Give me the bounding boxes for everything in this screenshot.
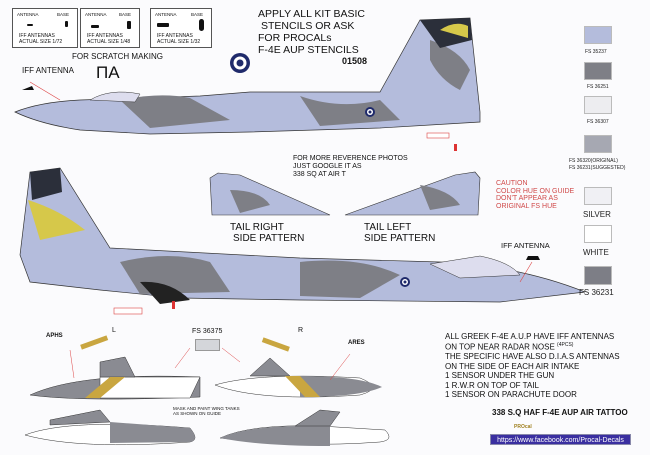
swatch-label: FS 36231 <box>579 288 614 297</box>
tail-right-pattern <box>209 172 331 216</box>
text-line: 1 SENSOR ON PARACHUTE DOOR <box>445 390 577 400</box>
serial-number: 01508 <box>342 56 368 66</box>
antenna-shape <box>157 23 169 27</box>
text-line: 1 R.W.R ON TOP OF TAIL <box>445 380 539 390</box>
tank-swatch <box>195 339 220 351</box>
swatch-fs35237 <box>584 26 612 44</box>
text-line: TAIL RIGHT <box>230 222 284 233</box>
iff-antenna-label-bottom: IFF ANTENNA <box>501 241 550 250</box>
text-line: ORIGINAL FS HUE <box>496 202 557 210</box>
text-line: FOR PROCALs <box>258 32 332 44</box>
reference-photos-note: FOR MORE REVERENCE PHOTOS JUST GOOGLE IT… <box>293 155 408 179</box>
text-line: ON THE SIDE OF EACH AIR INTAKE <box>445 361 580 371</box>
text-line: STENCILS OR ASK <box>261 20 355 32</box>
facebook-link[interactable]: https://www.facebook.com/Procal-Decals <box>490 434 631 445</box>
text-line: SIDE PATTERN <box>233 233 305 244</box>
box-size: ACTUAL SIZE 1/32 <box>157 39 201 45</box>
tank-note: MASK AND PAINT WING TANKS AS SHOWN ON GU… <box>173 406 240 416</box>
text-line: F-4E AUP STENCILS <box>258 44 359 56</box>
aphs-label: APHS <box>46 333 63 339</box>
base-shape <box>65 21 68 27</box>
antenna-shape <box>91 25 99 28</box>
text-line: APPLY ALL KIT BASIC <box>258 8 366 20</box>
antenna-shape <box>27 24 33 26</box>
tail-left-label: TAIL LEFT SIDE PATTERN <box>364 222 435 244</box>
tank-left-letter: L <box>112 327 116 334</box>
swatch-label: FS 36320(ORIGINAL) <box>569 158 618 164</box>
box-label: IFF ANTENNAS <box>157 33 193 39</box>
tank-right-letter: R <box>298 327 304 334</box>
swatch-fs36251 <box>584 62 612 80</box>
text-line: CAUTION <box>496 180 528 187</box>
base-label: BASE <box>190 12 203 17</box>
tank-swatch-label: FS 36375 <box>192 328 223 335</box>
swatch-label: FS 35237 <box>585 49 607 55</box>
top-aircraft-side-view <box>14 17 481 151</box>
wing-tank-right-bottom <box>219 409 390 446</box>
swatch-label: FS 36251 <box>587 84 609 90</box>
box-size: ACTUAL SIZE 1/72 <box>19 39 63 45</box>
base-shape <box>127 21 131 29</box>
swatch-fs36231 <box>584 266 612 285</box>
iff-antenna-marker-top <box>22 86 34 90</box>
antenna-label: ANTENNA <box>85 12 107 17</box>
tail-left-pattern <box>344 171 481 216</box>
text-line: TAIL LEFT <box>364 222 412 233</box>
text-line: 338 SQ AT AIR T <box>293 171 346 178</box>
swatch-fs36307 <box>584 96 612 114</box>
text-line: COLOR HUE ON GUIDE <box>496 187 575 195</box>
text-line: SIDE PATTERN <box>364 233 436 244</box>
box-label: IFF ANTENNAS <box>19 33 55 39</box>
text-line: (4PCS) <box>557 342 574 349</box>
apply-stencils-text: APPLY ALL KIT BASIC STENCILS OR ASK FOR … <box>258 8 365 56</box>
wing-tank-right-top <box>214 357 382 398</box>
caution-note: CAUTION COLOR HUE ON GUIDE DON'T APPEAR … <box>496 180 574 210</box>
swatch-silver <box>584 187 612 205</box>
base-label: BASE <box>118 12 131 17</box>
text-line: 1 SENSOR UNDER THE GUN <box>445 371 555 381</box>
brand-logo: PROcal <box>514 424 532 430</box>
tail-right-label: TAIL RIGHT SIDE PATTERN <box>230 222 304 244</box>
wing-tank-left-bottom <box>24 409 196 446</box>
swatch-label: WHITE <box>583 248 609 257</box>
bottom-aircraft-side-view <box>19 167 586 315</box>
swatch-label: SILVER <box>583 210 611 219</box>
swatch-label: FS 36307 <box>587 119 609 125</box>
iff-antenna-label-top: IFF ANTENNA <box>22 66 75 75</box>
text-line: MASK AND PAINT WING TANKS <box>173 406 240 411</box>
aircraft-code-letters: ΠΑ <box>96 63 120 82</box>
antenna-notes: ALL GREEK F-4E A.U.P HAVE IFF ANTENNAS O… <box>445 332 620 400</box>
roundel-icon <box>230 53 250 73</box>
text-line: JUST GOOGLE IT AS <box>293 163 362 170</box>
box-size: ACTUAL SIZE 1/48 <box>87 39 131 45</box>
scratch-label: FOR SCRATCH MAKING <box>72 52 163 61</box>
antenna-label: ANTENNA <box>155 12 177 17</box>
text-line: FOR MORE REVERENCE PHOTOS <box>293 155 408 162</box>
box-label: IFF ANTENNAS <box>87 33 123 39</box>
text-line: AS SHOWN ON GUIDE <box>173 411 222 416</box>
swatch-fs36320 <box>584 135 612 153</box>
base-label: BASE <box>56 12 69 17</box>
swatch-label: FS 36231(SUGGESTED) <box>569 165 626 171</box>
text-line: DON'T APPEAR AS <box>496 195 558 202</box>
text-line: THE SPECIFIC HAVE ALSO D.I.A.S ANTENNAS <box>445 352 620 362</box>
ares-label: ARES <box>348 340 365 346</box>
swatch-white <box>584 225 612 243</box>
wing-tank-left-top <box>29 356 201 400</box>
text-line: ALL GREEK F-4E A.U.P HAVE IFF ANTENNAS <box>445 332 615 341</box>
sheet-title: 338 S.Q HAF F-4E AUP AIR TATTOO <box>492 408 628 417</box>
text-line: ON TOP NEAR RADAR NOSE <box>445 343 555 353</box>
iff-antenna-marker-bottom <box>526 256 540 260</box>
antenna-label: ANTENNA <box>17 12 39 17</box>
base-shape <box>199 19 204 31</box>
